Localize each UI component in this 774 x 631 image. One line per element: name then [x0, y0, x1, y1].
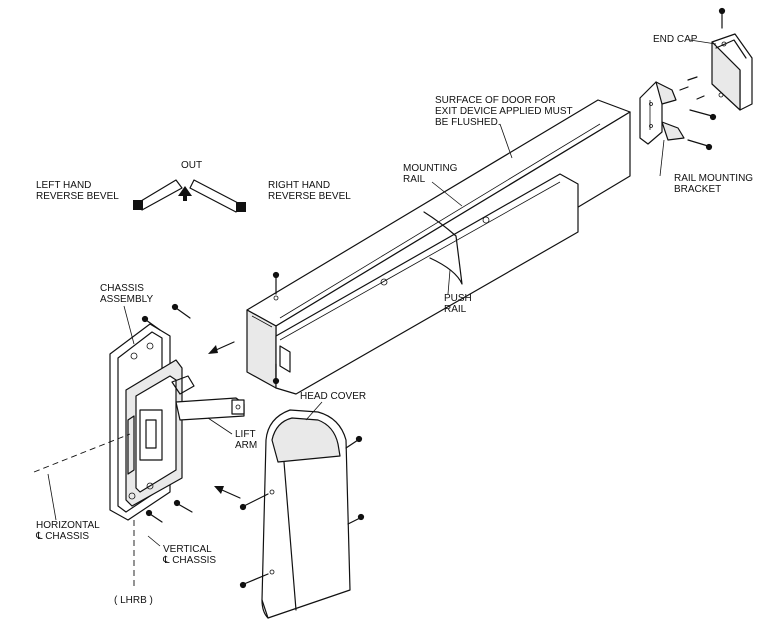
vertical-chassis-label-2: ℄ CHASSIS [162, 555, 216, 566]
bevel-symbol [133, 179, 246, 213]
end-cap-label: END CAP [653, 34, 698, 45]
rail-mounting-bracket [639, 81, 685, 145]
centerlines [33, 433, 135, 588]
lift-arm-label-1: LIFT [235, 429, 256, 440]
lift-arm [171, 375, 245, 421]
mounting-rail-label-2: RAIL [403, 174, 426, 185]
chassis-screws [141, 303, 193, 523]
lift-arm-label-2: ARM [235, 440, 257, 451]
chassis-assembly [109, 323, 183, 521]
lhrb-label: ( LHRB ) [114, 595, 153, 606]
mounting-rail-label-1: MOUNTING [403, 163, 458, 174]
rail-mounting-bracket-label-2: BRACKET [674, 184, 721, 195]
push-rail [275, 173, 579, 395]
push-rail-label-1: PUSH [444, 293, 472, 304]
leader-lines [47, 39, 717, 547]
rail-mounting-bracket-label-1: RAIL MOUNTING [674, 173, 753, 184]
head-cover [261, 409, 351, 619]
bracket-screws [687, 109, 717, 151]
surface-note-line-1: SURFACE OF DOOR FOR [435, 95, 556, 106]
right-hand-label-1: RIGHT HAND [268, 180, 330, 191]
right-hand-label-2: REVERSE BEVEL [268, 191, 351, 202]
out-label: OUT [181, 160, 202, 171]
left-hand-label-2: REVERSE BEVEL [36, 191, 119, 202]
head-cover-arrow [214, 486, 241, 499]
rail-screw-top [272, 271, 280, 295]
left-hand-label-1: LEFT HAND [36, 180, 91, 191]
chassis-assembly-label-2: ASSEMBLY [100, 294, 153, 305]
head-cover-label: HEAD COVER [300, 391, 366, 402]
end-cap-screw-top [718, 7, 726, 29]
horizontal-chassis-label-1: HORIZONTAL [36, 520, 100, 531]
chassis-assembly-label-1: CHASSIS [100, 283, 144, 294]
head-cover-screws [239, 435, 365, 589]
surface-note-line-2: EXIT DEVICE APPLIED MUST [435, 106, 573, 117]
horizontal-chassis-label-2: ℄ CHASSIS [35, 531, 89, 542]
rail-arrow [208, 341, 235, 354]
vertical-chassis-label-1: VERTICAL [163, 544, 212, 555]
end-cap-screws-small [679, 76, 705, 100]
push-rail-label-2: RAIL [444, 304, 467, 315]
end-cap [711, 33, 753, 111]
rail-screw-bottom [272, 363, 280, 385]
surface-note-line-3: BE FLUSHED. [435, 117, 501, 128]
